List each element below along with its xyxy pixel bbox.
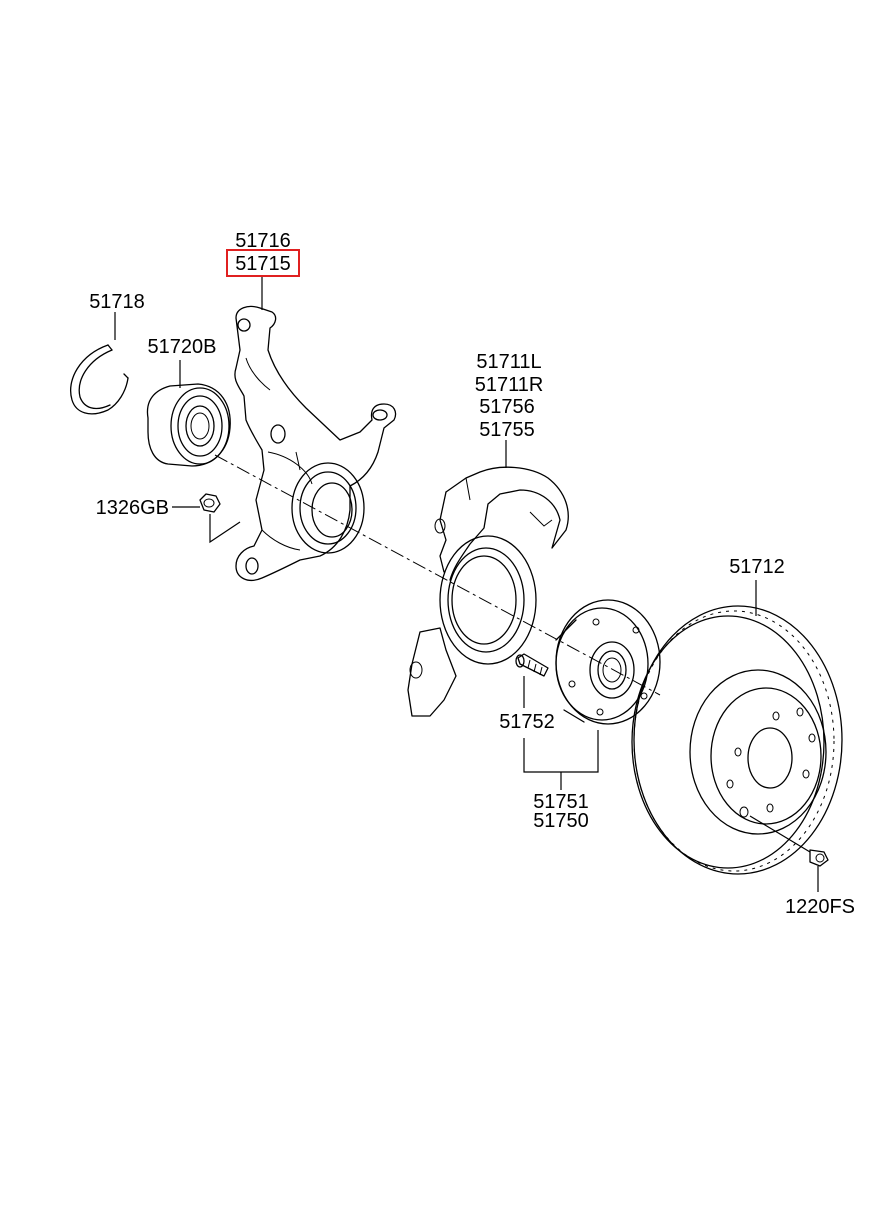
snap-ring-drawing bbox=[70, 344, 129, 415]
leader-51751 bbox=[523, 730, 599, 790]
label-51711l[interactable]: 51711L bbox=[476, 351, 541, 373]
wheel-bearing-drawing bbox=[146, 383, 231, 467]
label-51716[interactable]: 51716 bbox=[235, 230, 291, 252]
highlight-box bbox=[226, 249, 300, 277]
hub-bolt-drawing bbox=[515, 653, 549, 677]
label-51718[interactable]: 51718 bbox=[89, 291, 145, 313]
label-51756[interactable]: 51756 bbox=[479, 396, 535, 418]
label-51711r[interactable]: 51711R bbox=[475, 374, 544, 396]
label-51755[interactable]: 51755 bbox=[479, 419, 535, 441]
screw-drawing bbox=[749, 815, 829, 867]
steering-knuckle-drawing bbox=[234, 305, 397, 581]
label-51712[interactable]: 51712 bbox=[729, 556, 785, 578]
dust-cover-drawing bbox=[407, 466, 569, 717]
label-1220fs[interactable]: 1220FS bbox=[785, 896, 855, 918]
wheel-hub-drawing bbox=[555, 599, 661, 725]
label-51752[interactable]: 51752 bbox=[499, 711, 555, 733]
label-51750[interactable]: 51750 bbox=[533, 810, 589, 832]
label-1326gb[interactable]: 1326GB bbox=[96, 497, 169, 519]
brake-disc-drawing bbox=[631, 605, 843, 875]
label-51715[interactable]: 51715 bbox=[235, 253, 291, 275]
center-axis bbox=[214, 454, 661, 696]
label-51720b[interactable]: 51720B bbox=[148, 336, 217, 358]
label-51751[interactable]: 51751 bbox=[533, 791, 589, 813]
nut-drawing bbox=[199, 493, 241, 544]
